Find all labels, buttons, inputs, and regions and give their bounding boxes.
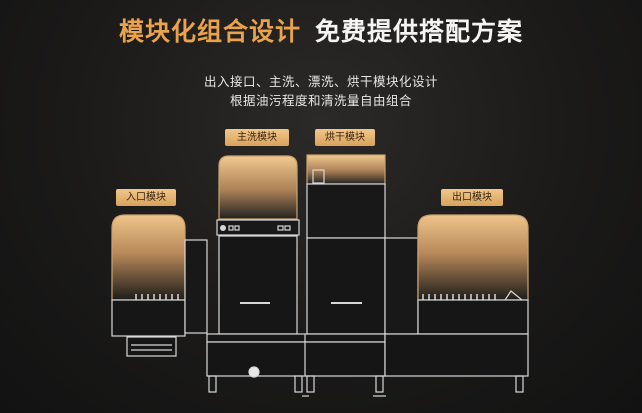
rack-tines <box>135 294 496 300</box>
inlet-base <box>111 299 186 337</box>
label-inlet: 入口模块 <box>116 189 176 206</box>
main-wash-module <box>216 155 300 335</box>
dryer-door <box>306 237 386 335</box>
inlet-module <box>111 214 208 357</box>
inlet-drawer <box>126 336 177 357</box>
main-wash-hood <box>218 155 298 220</box>
outlet-connector <box>384 237 419 335</box>
machine-frame <box>206 333 529 397</box>
dryer-upper <box>306 183 386 239</box>
outlet-base <box>417 299 529 335</box>
outlet-module <box>417 214 529 335</box>
control-panel <box>216 219 300 236</box>
main-wash-door <box>218 235 298 335</box>
inlet-hood <box>111 214 186 301</box>
subtitle-line-1: 出入接口、主洗、漂洗、烘干模块化设计 <box>203 74 438 89</box>
label-outlet: 出口模块 <box>441 189 503 206</box>
subtitle-line-2: 根据油污程度和清洗量自由组合 <box>229 93 412 108</box>
title-gold-part: 模块化组合设计 <box>118 17 301 46</box>
title-white-part: 免费提供搭配方案 <box>315 17 524 46</box>
page-title: 模块化组合设计免费提供搭配方案 <box>0 12 642 48</box>
label-dryer: 烘干模块 <box>315 129 375 146</box>
label-main-wash: 主洗模块 <box>225 129 289 146</box>
inlet-connector <box>184 239 208 334</box>
dryer-module <box>306 154 386 335</box>
outlet-hood <box>417 214 529 301</box>
